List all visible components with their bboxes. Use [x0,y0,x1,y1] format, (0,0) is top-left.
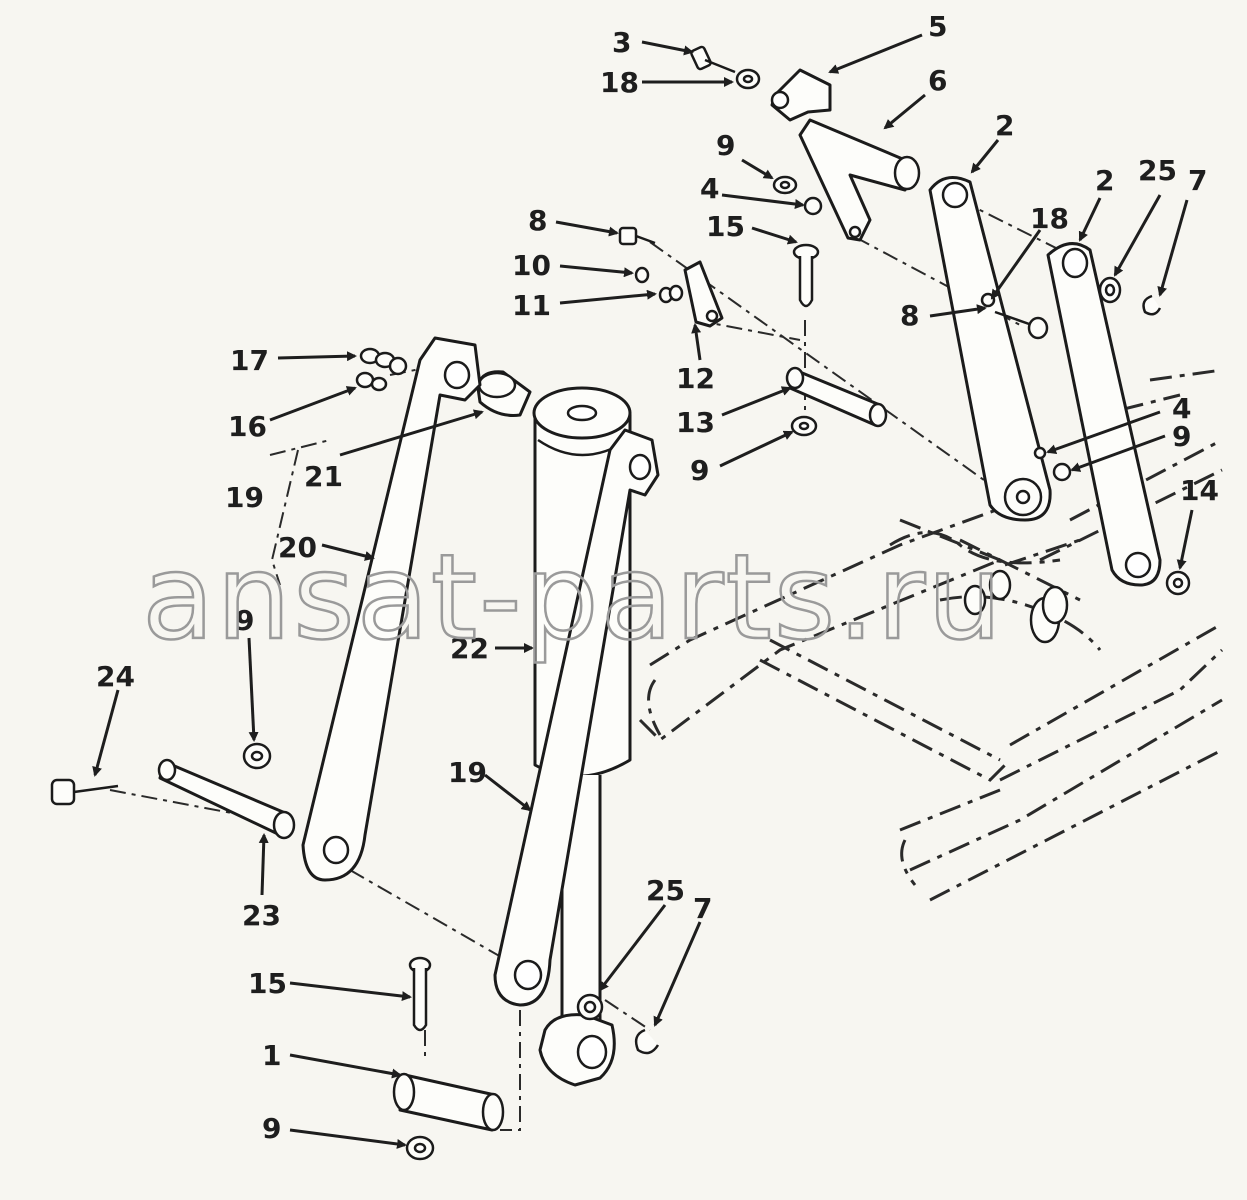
link-rod-19 [493,428,660,1007]
callout-19: 19 [448,756,487,789]
callout-9: 9 [235,604,254,637]
nut-9-left [242,742,272,770]
callout-12: 12 [676,362,715,395]
callout-arrows [92,33,1194,1149]
pin-bracket-6 [798,118,921,242]
callout-7: 7 [1188,164,1207,197]
callout-25: 25 [1138,154,1177,187]
clip-7-lower [634,1028,660,1055]
watermark-text: ansat-parts.ru [142,528,1004,666]
shaft-13 [785,366,888,428]
callout-labels: 3 18 5 6 9 4 2 2 25 7 8 15 18 10 11 8 12… [96,10,1219,1145]
callout-15: 15 [706,210,745,243]
callout-18: 18 [1030,202,1069,235]
washer-4-upper [803,196,823,216]
callout-5: 5 [928,10,947,43]
callout-11: 11 [512,289,551,322]
callout-19: 19 [225,481,264,514]
callout-3: 3 [612,26,631,59]
callout-2: 2 [1095,164,1114,197]
callout-23: 23 [242,899,281,932]
loader-frame-outline [638,368,1224,902]
washer-25-lower [576,993,604,1021]
nut-9-middle [790,415,818,437]
callout-9: 9 [1172,420,1191,453]
callout-25: 25 [646,874,685,907]
callout-15: 15 [248,967,287,1000]
pin-15-lower [408,956,432,1032]
clip-7-upper [1142,294,1162,316]
callout-8: 8 [528,204,547,237]
link-rod-20 [301,336,482,882]
callout-20: 20 [278,531,317,564]
nut-9-lower [405,1135,435,1161]
callout-21: 21 [304,460,343,493]
washer-25-upper [1098,276,1122,304]
bolt-8-upper [618,226,656,246]
nut-14 [1165,570,1191,596]
callout-9: 9 [716,129,735,162]
nut-18-top [735,68,761,90]
callout-7: 7 [693,892,712,925]
lever-12 [683,260,724,328]
callout-2: 2 [995,109,1014,142]
washer-11 [658,284,684,304]
callout-6: 6 [928,64,947,97]
callout-24: 24 [96,660,135,693]
callout-4: 4 [700,172,719,205]
nut-17 [359,347,408,376]
callout-14: 14 [1180,474,1219,507]
callout-8: 8 [900,299,919,332]
pin-23 [157,758,296,840]
callout-16: 16 [228,410,267,443]
callout-22: 22 [450,632,489,665]
bracket-5 [770,68,832,122]
pin-15-upper [792,243,820,308]
link-arm-2-rear [1046,242,1162,587]
bolt-8-right [994,310,1049,340]
nut-9-upper [772,175,798,195]
washer-4-right [1033,446,1047,460]
callout-13: 13 [676,406,715,439]
callout-18: 18 [600,66,639,99]
bushing-21 [476,370,532,417]
nut-9-right [1052,462,1072,482]
bolt-3 [690,45,736,74]
link-arm-2-front [928,176,1052,522]
callout-9: 9 [690,454,709,487]
bolt-24 [50,778,119,806]
washer-10 [634,266,650,284]
callout-1: 1 [262,1039,281,1072]
callout-17: 17 [230,344,269,377]
pin-1 [392,1072,505,1132]
callout-10: 10 [512,249,551,282]
washer-16 [355,371,388,392]
callout-4: 4 [1172,392,1191,425]
callout-9: 9 [262,1112,281,1145]
